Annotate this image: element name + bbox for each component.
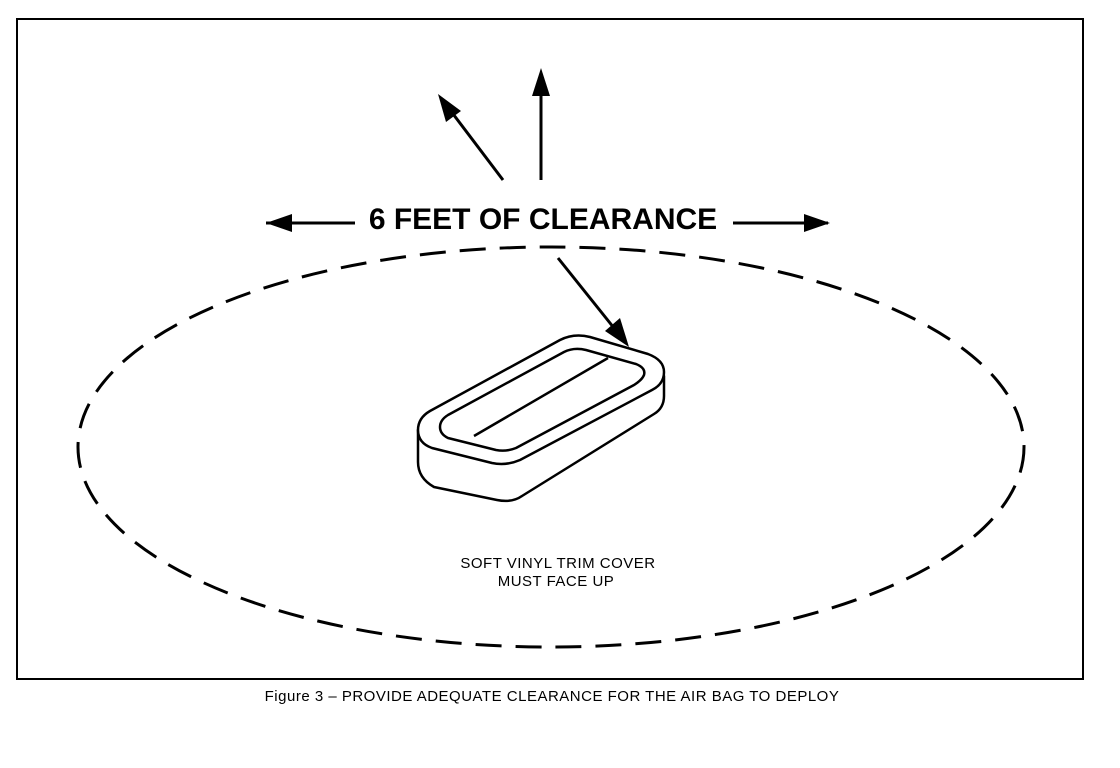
- arrow-right-head: [804, 214, 830, 232]
- tear-seam: [473, 356, 609, 438]
- arrow-up-left-head: [438, 94, 461, 122]
- figure-frame: [16, 18, 1084, 680]
- arrow-up-head: [532, 68, 550, 96]
- heading-background: [362, 196, 724, 244]
- note-line-2: MUST FACE UP: [498, 573, 615, 590]
- note-line-1: SOFT VINYL TRIM COVER: [460, 555, 655, 572]
- figure-caption: Figure 3 – PROVIDE ADEQUATE CLEARANCE FO…: [264, 688, 840, 705]
- clearance-boundary: [76, 245, 1026, 649]
- arrow-left-head: [266, 214, 292, 232]
- clearance-heading: 6 FEET OF CLEARANCE: [369, 203, 717, 236]
- air-bag-module: [416, 334, 666, 503]
- arrow-down-right: [556, 257, 624, 339]
- direction-arrows: [266, 68, 830, 347]
- arrow-down-right-head: [605, 318, 629, 347]
